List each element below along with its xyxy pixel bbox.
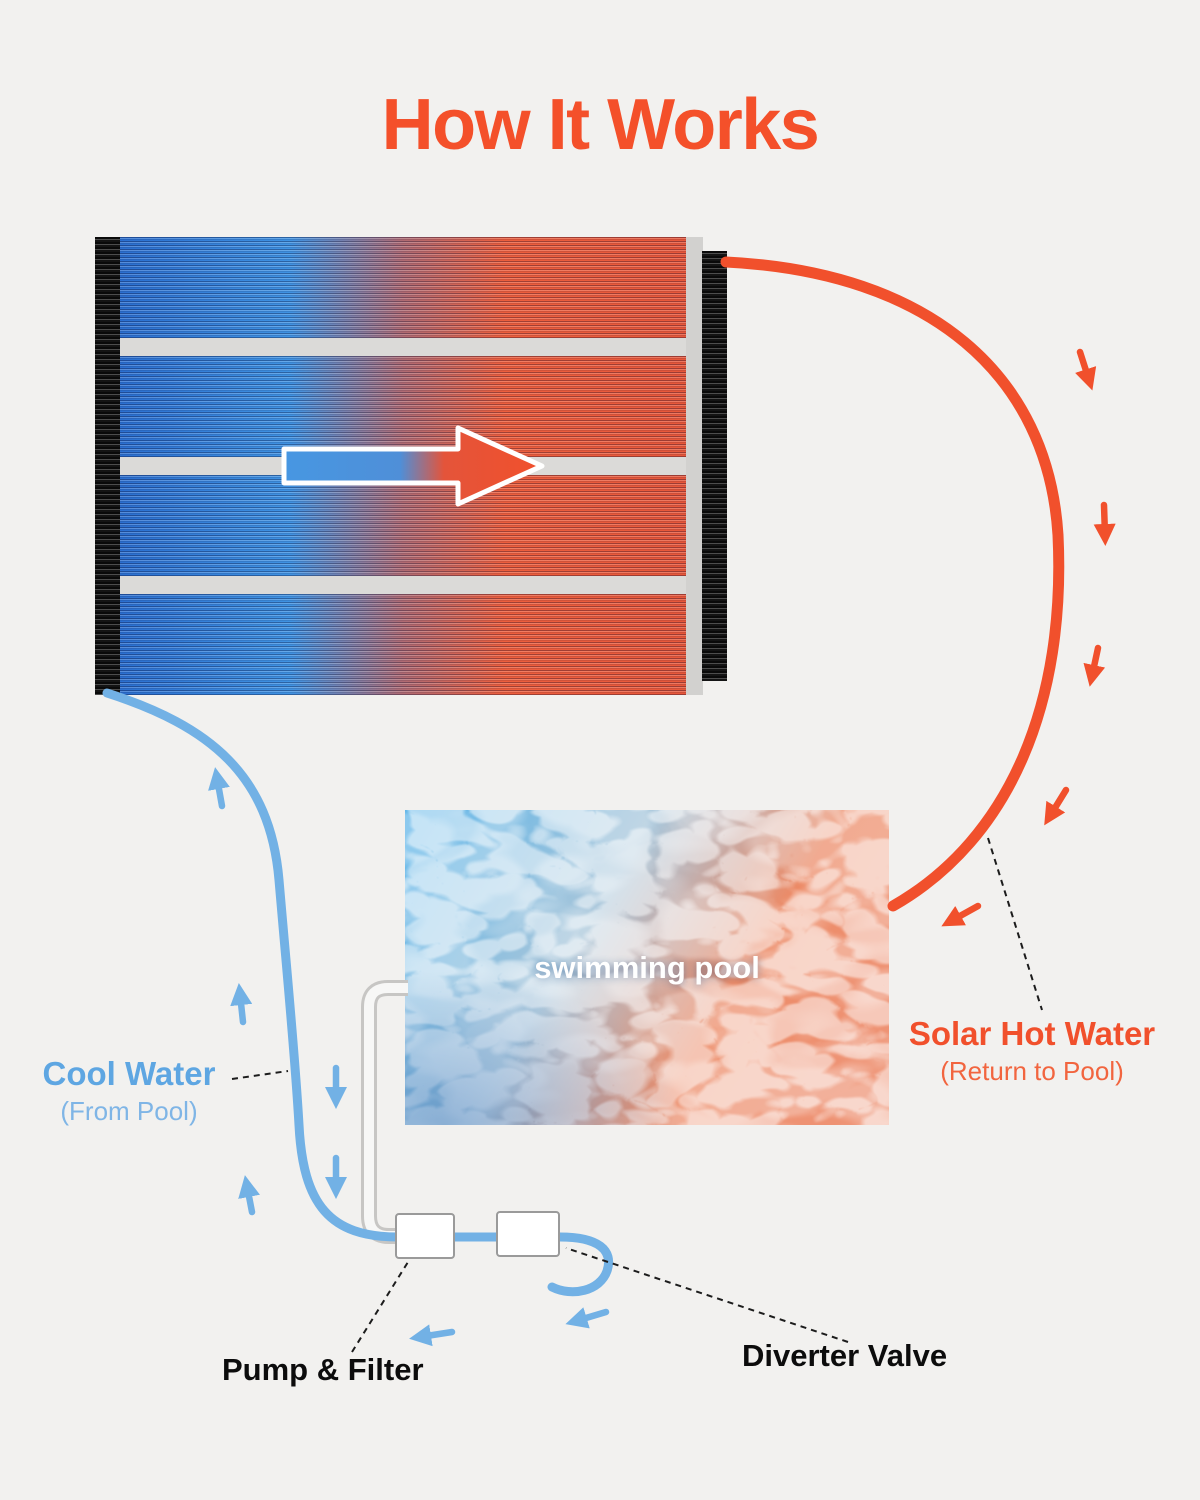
diverter-valve-leader [565, 1247, 849, 1343]
cool-water-annotation: Cool Water (From Pool) [20, 1055, 238, 1127]
tube-band [120, 594, 686, 695]
pump-filter-box [395, 1213, 455, 1259]
collector-tubes [120, 237, 686, 695]
diverter-valve-label: Diverter Valve [742, 1338, 948, 1373]
tube-band [120, 356, 686, 457]
pool-drain-pipe [361, 980, 408, 1244]
heat-gradient-arrow [281, 425, 545, 507]
diverter-valve-box [496, 1211, 560, 1257]
solar-hot-water-title: Solar Hot Water [908, 1015, 1156, 1052]
collector-left-manifold [95, 237, 120, 695]
cool-water-subtitle: (From Pool) [60, 1096, 198, 1127]
tube-band [120, 475, 686, 576]
cool-water-title: Cool Water [42, 1055, 216, 1092]
collector-right-rail [686, 237, 703, 695]
pool-water-texture [405, 810, 889, 1125]
pump-filter-label: Pump & Filter [222, 1352, 424, 1387]
solar-hot-water-leader [987, 837, 1043, 1011]
cool-water-leader [231, 1070, 289, 1080]
tube-separator [120, 338, 686, 356]
solar-hot-water-annotation: Solar Hot Water (Return to Pool) [898, 1015, 1166, 1087]
heat-arrow-shape [281, 425, 545, 507]
hot-flow-arrows [941, 348, 1116, 927]
tube-band [120, 237, 686, 338]
page-title: How It Works [381, 85, 820, 165]
pool-label: swimming pool [534, 949, 760, 985]
tube-separator [120, 576, 686, 594]
solar-collector-panel [95, 237, 727, 695]
solar-hot-water-subtitle: (Return to Pool) [940, 1056, 1124, 1087]
pump-filter-leader [351, 1261, 409, 1353]
collector-right-manifold [702, 251, 727, 681]
swimming-pool-image: swimming pool [405, 810, 889, 1125]
